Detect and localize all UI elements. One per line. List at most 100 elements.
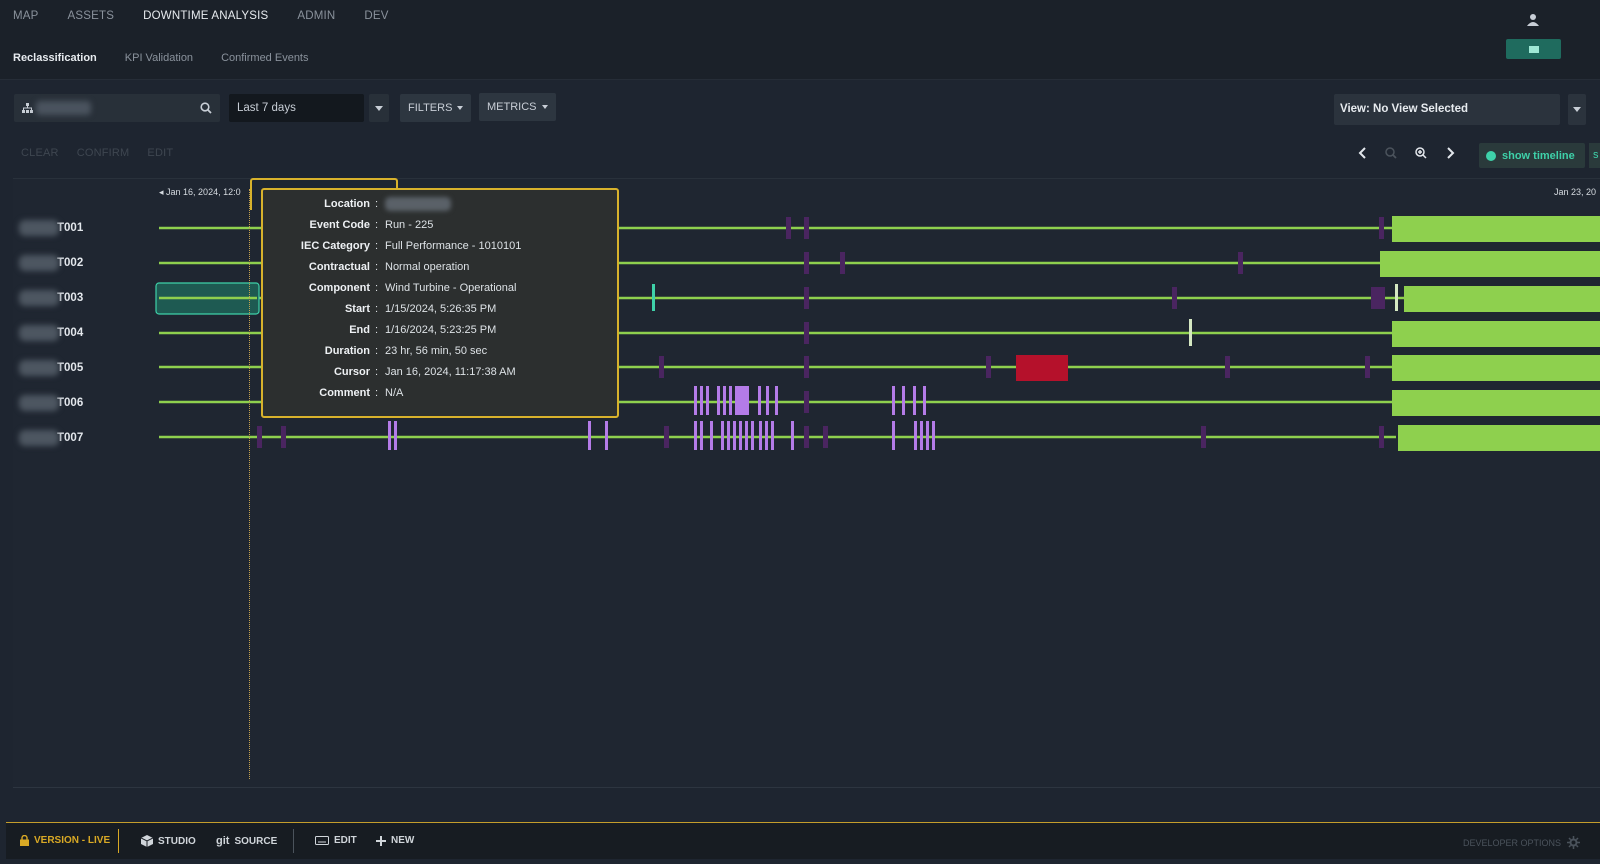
event-mark[interactable] — [659, 356, 664, 378]
event-mark[interactable] — [804, 217, 809, 239]
cut-off-button[interactable]: s — [1589, 143, 1600, 168]
event-mark[interactable] — [1379, 217, 1384, 239]
event-mark[interactable] — [771, 421, 774, 450]
event-mark[interactable] — [388, 421, 391, 450]
event-mark[interactable] — [840, 252, 845, 274]
event-mark[interactable] — [892, 421, 895, 450]
event-mark[interactable] — [902, 386, 905, 415]
row-label-t002[interactable]: T002 — [19, 254, 83, 272]
event-mark[interactable] — [727, 421, 730, 450]
event-mark[interactable] — [700, 421, 703, 450]
row-label-t006[interactable]: T006 — [19, 394, 83, 412]
event-mark[interactable] — [892, 386, 895, 415]
event-mark[interactable] — [1365, 356, 1370, 378]
event-mark[interactable] — [729, 386, 732, 415]
event-mark[interactable] — [706, 386, 709, 415]
event-mark-light[interactable] — [1189, 319, 1192, 346]
event-mark[interactable] — [664, 426, 669, 448]
nav-downtime-analysis[interactable]: DOWNTIME ANALYSIS — [143, 10, 269, 22]
row-label-t005[interactable]: T005 — [19, 359, 83, 377]
event-mark[interactable] — [717, 386, 720, 415]
event-mark[interactable] — [923, 386, 926, 415]
current-run-t006[interactable] — [1392, 390, 1600, 416]
nav-admin[interactable]: ADMIN — [297, 10, 336, 22]
event-mark[interactable] — [804, 356, 809, 378]
nav-assets[interactable]: ASSETS — [67, 10, 115, 22]
event-mark[interactable] — [700, 386, 703, 415]
row-label-t003[interactable]: T003 — [19, 289, 83, 307]
studio-button[interactable]: STUDIO — [141, 835, 196, 847]
current-run-t003[interactable] — [1404, 286, 1600, 312]
tab-reclassification[interactable]: Reclassification — [13, 52, 97, 64]
message-button[interactable] — [1506, 39, 1561, 59]
event-mark[interactable] — [1201, 426, 1206, 448]
version-live-indicator[interactable]: VERSION - LIVE — [20, 835, 110, 846]
view-select[interactable]: View: No View Selected — [1334, 94, 1560, 125]
event-mark[interactable] — [751, 421, 754, 450]
event-mark[interactable] — [281, 426, 286, 448]
search-icon[interactable] — [200, 102, 212, 114]
event-mark[interactable] — [735, 386, 749, 415]
row-label-t007[interactable]: T007 — [19, 429, 83, 447]
asset-search[interactable] — [14, 94, 220, 122]
developer-options-button[interactable]: DEVELOPER OPTIONS — [1463, 836, 1581, 849]
clear-button[interactable]: CLEAR — [21, 147, 59, 159]
current-run-t007[interactable] — [1398, 425, 1600, 451]
zoom-out-icon[interactable] — [1384, 146, 1398, 160]
event-mark[interactable] — [723, 386, 726, 415]
metrics-button[interactable]: METRICS — [479, 93, 556, 121]
tab-confirmed-events[interactable]: Confirmed Events — [221, 52, 309, 64]
event-mark-teal[interactable] — [652, 284, 655, 311]
event-mark[interactable] — [804, 252, 809, 274]
event-mark[interactable] — [920, 421, 923, 450]
event-mark[interactable] — [694, 421, 697, 450]
event-mark[interactable] — [766, 386, 769, 415]
zoom-in-icon[interactable] — [1414, 146, 1428, 160]
timeline-panel[interactable]: ◂ Jan 16, 2024, 12:0 Jan 23, 20 T001 T00… — [13, 178, 1600, 788]
event-mark[interactable] — [1225, 356, 1230, 378]
event-mark[interactable] — [786, 217, 791, 239]
event-mark[interactable] — [775, 386, 778, 415]
chevron-right-icon[interactable] — [1443, 146, 1457, 160]
event-mark[interactable] — [1172, 287, 1177, 309]
event-mark[interactable] — [394, 421, 397, 450]
nav-dev[interactable]: DEV — [364, 10, 389, 22]
event-mark[interactable] — [1238, 252, 1243, 274]
user-icon[interactable] — [1526, 13, 1540, 27]
current-run-t001[interactable] — [1392, 216, 1600, 242]
current-run-t002[interactable] — [1380, 251, 1600, 277]
nav-map[interactable]: MAP — [13, 10, 39, 22]
event-mark[interactable] — [1371, 287, 1385, 309]
event-mark[interactable] — [721, 421, 724, 450]
event-mark[interactable] — [733, 421, 736, 450]
filters-button[interactable]: FILTERS — [400, 94, 472, 122]
new-page-button[interactable]: NEW — [376, 835, 414, 846]
event-mark[interactable] — [758, 386, 761, 415]
event-mark[interactable] — [605, 421, 608, 450]
tab-kpi-validation[interactable]: KPI Validation — [124, 52, 194, 64]
timeline-tracks[interactable] — [13, 179, 1600, 789]
event-mark-light[interactable] — [1395, 284, 1398, 311]
confirm-button[interactable]: CONFIRM — [76, 147, 130, 159]
event-mark[interactable] — [739, 421, 742, 450]
event-mark[interactable] — [588, 421, 591, 450]
event-mark[interactable] — [914, 421, 917, 450]
source-button[interactable]: git SOURCE — [216, 835, 277, 847]
fault-event-t005[interactable] — [1016, 355, 1068, 381]
event-mark[interactable] — [926, 421, 929, 450]
edit-page-button[interactable]: EDIT — [315, 835, 357, 846]
edit-button[interactable]: EDIT — [147, 147, 174, 159]
event-mark[interactable] — [986, 356, 991, 378]
event-mark[interactable] — [257, 426, 262, 448]
event-mark[interactable] — [804, 426, 809, 448]
event-mark[interactable] — [823, 426, 828, 448]
row-label-t001[interactable]: T001 — [19, 219, 83, 237]
event-mark[interactable] — [1379, 426, 1384, 448]
event-mark[interactable] — [759, 421, 762, 450]
event-mark[interactable] — [745, 421, 748, 450]
chevron-left-icon[interactable] — [1356, 146, 1370, 160]
view-dropdown[interactable] — [1568, 94, 1586, 125]
current-run-t005[interactable] — [1392, 355, 1600, 381]
event-mark[interactable] — [694, 386, 697, 415]
row-label-t004[interactable]: T004 — [19, 324, 83, 342]
